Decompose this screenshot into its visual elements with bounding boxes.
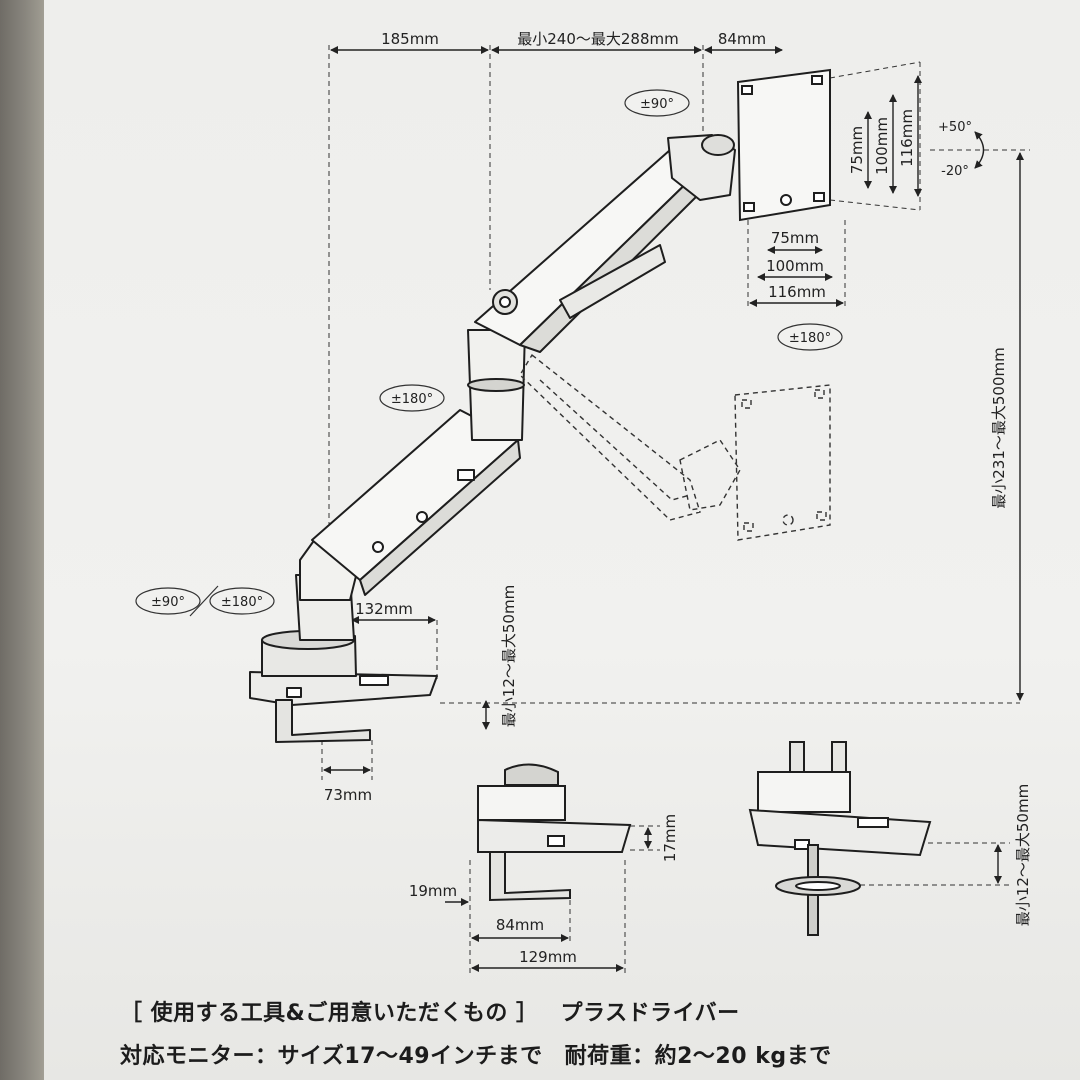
grommet-mount-view: [748, 741, 932, 936]
clamp-side-view: [477, 763, 632, 902]
dim-vesa-h-100: 100mm: [766, 257, 824, 275]
dim-top-84: 84mm: [718, 30, 766, 48]
rot-base-90: ±90°: [151, 595, 185, 610]
dimension-labels: 185mm 最小240～最大288mm 84mm 75mm 100mm 116m…: [324, 30, 1032, 966]
dim-vesa-h-116: 116mm: [768, 283, 826, 301]
reference-lines: [321, 45, 1030, 975]
monitor-label: 対応モニター：: [120, 1044, 278, 1069]
dim-vesa-h-75: 75mm: [771, 229, 819, 247]
monitor-value: サイズ17～49インチまで: [277, 1044, 543, 1069]
load-label: 耐荷重：: [564, 1044, 655, 1069]
rot-tilt-down: -20°: [941, 164, 969, 179]
dim-side-129: 129mm: [519, 948, 577, 966]
rot-swivel-90: ±90°: [640, 97, 674, 112]
dim-vesa-v-100: 100mm: [873, 117, 891, 175]
dim-height-range: 最小231～最大500mm: [990, 347, 1008, 509]
dim-top-reach: 最小240～最大288mm: [517, 30, 679, 48]
arm-ghost-position: [519, 353, 831, 541]
dim-side-84: 84mm: [496, 916, 544, 934]
tools-label: ［ 使用する工具&ご用意いただくもの ］: [120, 1001, 539, 1026]
dim-grommet-range: 最小12～最大50mm: [1014, 784, 1032, 926]
tools-required-line: ［ 使用する工具&ご用意いただくもの ］ プラスドライバー: [120, 995, 740, 1027]
rotation-labels: ±90° +50° -20° ±180° ±180° ±90° ±180°: [151, 97, 972, 610]
dim-top-185: 185mm: [381, 30, 439, 48]
box-panel: [44, 0, 1080, 1080]
dim-base-132: 132mm: [355, 600, 413, 618]
rotation-badges: [135, 89, 843, 617]
spec-line: 対応モニター：サイズ17～49インチまで耐荷重：約2～20 kgまで: [120, 1038, 832, 1070]
rot-tilt-up: +50°: [938, 120, 972, 135]
load-value: 約2～20 kgまで: [654, 1044, 832, 1069]
monitor-arm-illustration: [249, 134, 736, 743]
dim-vesa-v-75: 75mm: [848, 126, 866, 174]
dim-vesa-v-116: 116mm: [898, 109, 916, 167]
dim-clamp-range-left: 最小12～最大50mm: [500, 585, 518, 727]
rot-base-180: ±180°: [221, 595, 263, 610]
dim-side-17: 17mm: [661, 814, 679, 862]
tools-value: プラスドライバー: [560, 1001, 740, 1026]
dim-clamp-73: 73mm: [324, 786, 372, 804]
dim-side-19: 19mm: [409, 882, 457, 900]
rot-vesa-180: ±180°: [789, 331, 831, 346]
rot-joint-180: ±180°: [391, 392, 433, 407]
vesa-plate: [736, 68, 831, 222]
dimension-arrows: [323, 46, 1024, 972]
